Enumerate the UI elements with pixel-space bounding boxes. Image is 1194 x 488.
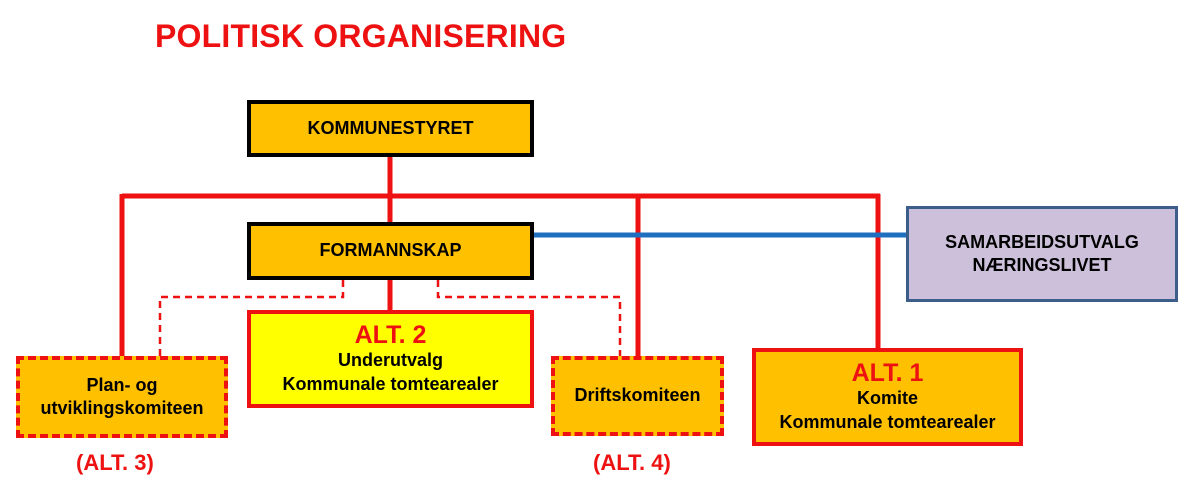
alt1-line-1: Komite bbox=[856, 388, 918, 409]
dashed-line-plan bbox=[158, 280, 345, 358]
alt2-line-2: Kommunale tomtearealer bbox=[282, 373, 499, 394]
node-kommunestyret: KOMMUNESTYRET bbox=[247, 100, 534, 157]
node-formannskap: FORMANNSKAP bbox=[247, 222, 534, 280]
node-plan-utviklingskomiteen: Plan- og utviklingskomiteen bbox=[16, 356, 228, 438]
alt2-line-1: Underutvalg bbox=[337, 350, 443, 371]
alt1-line-2: Kommunale tomtearealer bbox=[779, 411, 996, 432]
formannskap-label: FORMANNSKAP bbox=[319, 240, 462, 261]
drift-label: Driftskomiteen bbox=[574, 385, 701, 406]
alt2-heading: ALT. 2 bbox=[354, 320, 427, 349]
samarbeid-line-1: SAMARBEIDSUTVALG bbox=[945, 231, 1139, 252]
alt1-heading: ALT. 1 bbox=[851, 358, 924, 387]
alt4-label: (ALT. 4) bbox=[593, 450, 671, 475]
page-title: POLITISK ORGANISERING bbox=[155, 18, 567, 54]
alt3-label: (ALT. 3) bbox=[76, 450, 154, 475]
dashed-line-drift bbox=[436, 280, 622, 358]
plan-line-2: utviklingskomiteen bbox=[40, 398, 204, 418]
plan-line-1: Plan- og bbox=[86, 374, 158, 395]
node-alt1-komite: ALT. 1 Komite Kommunale tomtearealer bbox=[752, 348, 1023, 446]
samarbeid-line-2: NÆRINGSLIVET bbox=[972, 255, 1112, 275]
node-samarbeidsutvalg: SAMARBEIDSUTVALG NÆRINGSLIVET bbox=[906, 206, 1178, 302]
node-alt2-underutvalg: ALT. 2 Underutvalg Kommunale tomteareale… bbox=[247, 310, 534, 408]
kommunestyret-label: KOMMUNESTYRET bbox=[307, 117, 474, 138]
node-driftskomiteen: Driftskomiteen bbox=[551, 356, 724, 436]
